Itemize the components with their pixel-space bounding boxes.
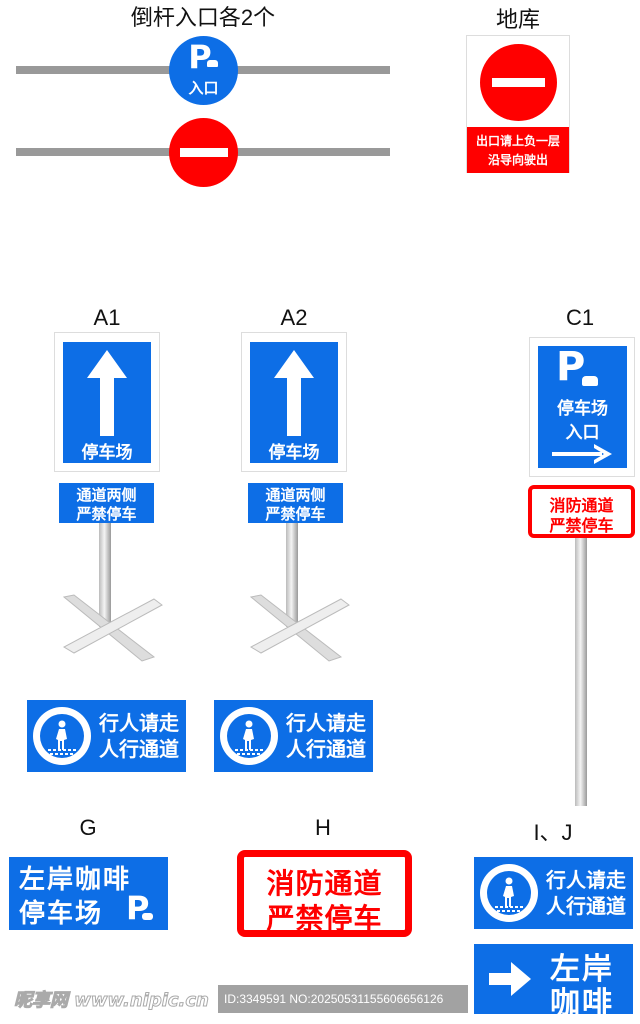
cafe-parking-sign: 左岸咖啡 停车场 P bbox=[9, 857, 168, 930]
garage-sign: 出口请上负一层 沿导向驶出 bbox=[466, 35, 570, 173]
site-watermark: 昵享网 www.nipic.cn bbox=[14, 990, 210, 1012]
parking-p: P bbox=[556, 344, 586, 390]
c1-line2: 入口 bbox=[565, 423, 600, 443]
pedestrian-icon bbox=[495, 877, 523, 912]
parking-p: P bbox=[126, 889, 150, 927]
cafe-direction-sign: 左岸 咖啡 bbox=[474, 944, 633, 1021]
entry-text: 入口 bbox=[188, 79, 219, 97]
j-line1: 左岸 bbox=[550, 952, 614, 987]
arrow-up-icon bbox=[87, 350, 127, 436]
g-label: G bbox=[79, 815, 97, 840]
parking-p: P bbox=[188, 38, 212, 76]
sub-line2: 严禁停车 bbox=[76, 505, 137, 523]
ped-line2: 人行通道 bbox=[99, 737, 179, 761]
pole bbox=[575, 536, 587, 806]
ij-label: I、J bbox=[533, 820, 573, 845]
ped-line1: 行人请走 bbox=[546, 868, 626, 892]
pedestrian-sign: 行人请走人行通道 bbox=[474, 857, 633, 929]
ped-text: 行人请走人行通道 bbox=[286, 710, 366, 762]
parking-direction-sign: 停车场 bbox=[241, 332, 347, 472]
cross-base bbox=[249, 594, 350, 662]
h-label: H bbox=[315, 815, 331, 840]
no-entry-bar-icon bbox=[180, 148, 228, 157]
barrier-title: 倒杆入口各2个 bbox=[130, 5, 276, 30]
pedestrian-sign: 行人请走人行通道 bbox=[214, 700, 373, 772]
parking-entry-sign: P 入口 bbox=[169, 36, 238, 105]
pole bbox=[99, 522, 111, 627]
ped-text: 行人请走人行通道 bbox=[546, 867, 626, 919]
parking-entrance-sign: P 停车场 入口 bbox=[529, 337, 635, 477]
sign-text: 停车场 bbox=[268, 443, 320, 463]
parking-direction-sign: 停车场 bbox=[54, 332, 160, 472]
no-entry-sign bbox=[480, 44, 557, 121]
ped-text: 行人请走人行通道 bbox=[99, 710, 179, 762]
a1-label: A1 bbox=[93, 305, 121, 330]
garage-line1: 出口请上负一层 bbox=[475, 134, 560, 148]
no-parking-subsign: 通道两侧 严禁停车 bbox=[59, 483, 154, 523]
h-line1: 消防通道 bbox=[266, 867, 383, 900]
j-line2: 咖啡 bbox=[550, 986, 614, 1021]
ped-line2: 人行通道 bbox=[286, 737, 366, 761]
sub-line2: 严禁停车 bbox=[549, 516, 614, 535]
arrow-right-icon bbox=[552, 444, 612, 464]
fire-lane-sign: 消防通道 严禁停车 bbox=[237, 850, 412, 937]
pole bbox=[286, 522, 298, 627]
cross-base bbox=[62, 594, 163, 662]
c1-line1: 停车场 bbox=[557, 399, 608, 419]
pedestrian-sign: 行人请走人行通道 bbox=[27, 700, 186, 772]
ped-line2: 人行通道 bbox=[546, 894, 626, 918]
sub-line1: 通道两侧 bbox=[265, 486, 326, 504]
a1-sign-post: 停车场 通道两侧 严禁停车 bbox=[54, 332, 164, 672]
car-icon bbox=[142, 913, 153, 920]
sub-line1: 消防通道 bbox=[549, 496, 614, 515]
h-line2: 严禁停车 bbox=[266, 902, 383, 935]
sub-line1: 通道两侧 bbox=[76, 486, 137, 504]
g-line1: 左岸咖啡 bbox=[19, 865, 132, 895]
garage-red-band: 出口请上负一层 沿导向驶出 bbox=[467, 127, 569, 173]
arrow-up-icon bbox=[274, 350, 314, 436]
no-parking-subsign: 通道两侧 严禁停车 bbox=[248, 483, 343, 523]
fire-lane-subsign: 消防通道 严禁停车 bbox=[528, 485, 635, 538]
pedestrian-icon bbox=[235, 720, 263, 755]
id-watermark: ID:3349591 NO:20250531155606656126 bbox=[218, 985, 468, 1013]
car-icon bbox=[207, 60, 218, 67]
garage-line2: 沿导向驶出 bbox=[487, 153, 548, 167]
a2-label: A2 bbox=[280, 305, 308, 330]
no-entry-sign bbox=[169, 118, 238, 187]
g-line2: 停车场 bbox=[19, 899, 104, 929]
car-icon bbox=[582, 376, 598, 386]
a2-sign-post: 停车场 通道两侧 严禁停车 bbox=[241, 332, 351, 672]
c1-label: C1 bbox=[565, 305, 595, 330]
ped-line1: 行人请走 bbox=[286, 711, 366, 735]
ped-line1: 行人请走 bbox=[99, 711, 179, 735]
sub-line2: 严禁停车 bbox=[265, 505, 326, 523]
no-entry-bar-icon bbox=[492, 78, 545, 87]
garage-title: 地库 bbox=[495, 7, 540, 32]
sign-text: 停车场 bbox=[81, 443, 133, 463]
arrow-right-icon bbox=[489, 962, 531, 996]
pedestrian-icon bbox=[48, 720, 76, 755]
